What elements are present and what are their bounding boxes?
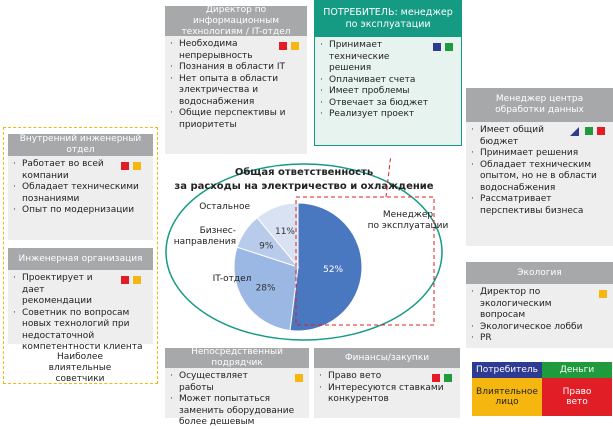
- consumer-marker: [433, 43, 441, 51]
- internal-engineering-panel: Внутренний инженерный отдел Работает во …: [8, 134, 153, 240]
- consumer-marker: [570, 127, 579, 136]
- list-item: Директор по экологическим вопросам: [470, 287, 609, 322]
- pie-slice: [256, 202, 299, 269]
- engineering-org-panel: Инженерная организация Проектирует и дае…: [8, 248, 153, 352]
- consumer-link-line: [385, 157, 392, 198]
- influencer-marker: [295, 374, 303, 382]
- list-item: Опыт по модернизации: [12, 205, 149, 217]
- datacenter-manager-list: Имеет общий бюджет Принимает решения Обл…: [470, 125, 609, 217]
- list-item: Оплачивает счета: [319, 75, 457, 87]
- veto-marker: [279, 42, 287, 50]
- slice-category-label: IT-отдел: [213, 274, 252, 284]
- list-item: Принимает технические решения: [319, 40, 457, 75]
- influencer-marker: [133, 276, 141, 284]
- list-item: Обладает техническими познаниями: [12, 182, 149, 205]
- director-it-list: Необходима непрерывность Познания в обла…: [169, 39, 303, 131]
- slice-category-label: Бизнес-направления: [174, 226, 236, 247]
- money-marker: [445, 43, 453, 51]
- director-it-panel: Директор по информационным технологиям /…: [165, 5, 307, 154]
- list-item: PR: [470, 333, 609, 345]
- list-item: Нет опыта в области электричества и водо…: [169, 74, 303, 109]
- chart-title-line1: Общая ответственность: [235, 166, 373, 178]
- list-item: Осуществляет работы: [169, 371, 305, 394]
- list-item: Имеет общий бюджет: [470, 125, 609, 148]
- engineering-org-title: Инженерная организация: [8, 248, 153, 270]
- slice-category-label: Остальное: [199, 202, 250, 212]
- consumer-list: Принимает технические решения Оплачивает…: [319, 40, 457, 121]
- influencer-marker: [133, 162, 141, 170]
- list-item: Обладает техническим опытом, но не в обл…: [470, 160, 609, 195]
- list-item: Экологическое лобби: [470, 322, 609, 334]
- pie-slice: [233, 246, 299, 332]
- datacenter-manager-panel: Менеджер центра обработки данных Имеет о…: [466, 88, 613, 246]
- finance-panel: Финансы/закупки Право вето Интересуются …: [314, 348, 460, 418]
- list-item: Рассматривает перспективы бизнеса: [470, 194, 609, 217]
- veto-marker: [121, 162, 129, 170]
- veto-marker: [597, 127, 605, 135]
- list-item: Имеет проблемы: [319, 86, 457, 98]
- legend-influencer: Влиятельное лицо: [472, 378, 542, 416]
- list-item: Работает во всей компании: [12, 159, 149, 182]
- veto-marker: [432, 374, 440, 382]
- legend-consumer: Потребитель: [472, 362, 542, 378]
- internal-engineering-list: Работает во всей компании Обладает техни…: [12, 159, 149, 217]
- legend: Потребитель Деньги Влиятельное лицо Прав…: [472, 362, 612, 416]
- engineering-org-footer: Наиболее влиятельные советчики: [48, 352, 112, 384]
- contractor-panel: Непосредственный подрядчик Осуществляет …: [165, 347, 309, 427]
- list-item: Интересуются ставками конкурентов: [318, 383, 456, 406]
- list-item: Познания в области IT: [169, 62, 303, 74]
- list-item: Проектирует и дает рекомендации: [12, 273, 149, 308]
- slice-percent-label: 9%: [259, 241, 274, 251]
- list-item: Необходима непрерывность: [169, 39, 303, 62]
- pie-chart: Общая ответственность за расходы на элек…: [165, 157, 449, 341]
- engineering-org-list: Проектирует и дает рекомендации Советник…: [12, 273, 149, 354]
- contractor-list: Осуществляет работы Может попытаться зам…: [169, 371, 305, 429]
- slice-percent-label: 28%: [256, 284, 276, 294]
- slice-percent-label: 52%: [323, 265, 343, 275]
- consumer-panel: ПОТРЕБИТЕЛЬ: менеджер по эксплуатации Пр…: [314, 0, 462, 146]
- list-item: Общие перспективы и приоритеты: [169, 108, 303, 131]
- finance-list: Право вето Интересуются ставками конкуре…: [318, 371, 456, 406]
- ecology-title: Экология: [466, 262, 613, 284]
- chart-title-line2: за расходы на электричество и охлаждение: [174, 181, 433, 192]
- pie-slice: [289, 202, 363, 332]
- influencers-frame: [3, 127, 158, 384]
- director-it-title: Директор по информационным технологиям /…: [165, 5, 307, 37]
- legend-money: Деньги: [542, 362, 612, 378]
- list-item: Реализует проект: [319, 109, 457, 121]
- list-item: Право вето: [318, 371, 456, 383]
- list-item: Отвечает за бюджет: [319, 98, 457, 110]
- pie-slices: [233, 202, 363, 332]
- finance-title: Финансы/закупки: [314, 348, 460, 368]
- list-item: Советник по вопросам новых технологий пр…: [12, 308, 149, 354]
- contractor-title: Непосредственный подрядчик: [165, 347, 309, 368]
- slice-percent-label: 11%: [275, 227, 295, 237]
- money-marker: [585, 127, 593, 135]
- datacenter-manager-title: Менеджер центра обработки данных: [466, 88, 613, 122]
- money-marker: [444, 374, 452, 382]
- consumer-title: ПОТРЕБИТЕЛЬ: менеджер по эксплуатации: [315, 1, 461, 37]
- influencer-marker: [599, 290, 607, 298]
- list-item: Принимает решения: [470, 148, 609, 160]
- ecology-panel: Экология Директор по экологическим вопро…: [466, 262, 613, 348]
- internal-engineering-title: Внутренний инженерный отдел: [8, 134, 153, 156]
- veto-marker: [121, 276, 129, 284]
- influencer-marker: [291, 42, 299, 50]
- ecology-list: Директор по экологическим вопросам Эколо…: [470, 287, 609, 345]
- legend-veto: Право вето: [542, 378, 612, 416]
- list-item: Может попытаться заменить оборудование б…: [169, 394, 305, 429]
